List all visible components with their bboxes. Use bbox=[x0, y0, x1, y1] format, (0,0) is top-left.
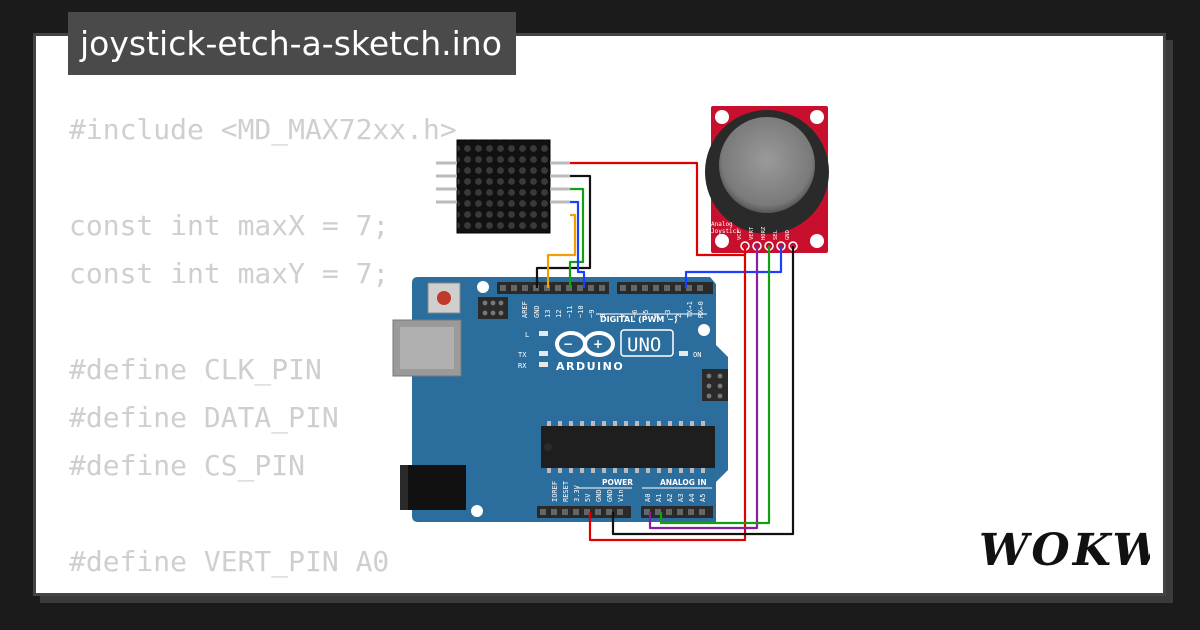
analog-label: ANALOG IN bbox=[660, 478, 707, 487]
wires bbox=[535, 161, 795, 542]
digital-pin-label: ~9 bbox=[588, 310, 596, 318]
svg-text:+: + bbox=[593, 337, 603, 351]
pin-label: IOREF bbox=[551, 481, 559, 502]
icsp-header-right bbox=[702, 369, 728, 401]
led-matrix[interactable] bbox=[436, 139, 570, 234]
digital-pin-label: ~10 bbox=[577, 305, 585, 318]
svg-text:WOKWi: WOKWi bbox=[979, 525, 1150, 576]
pin-label: A5 bbox=[699, 494, 707, 502]
digital-pin-label: 4 bbox=[653, 314, 661, 318]
digital-pin-label: GND bbox=[533, 305, 541, 318]
wire-black-joystick-gnd[interactable] bbox=[611, 246, 795, 536]
joystick-knob[interactable] bbox=[719, 117, 815, 213]
digital-pin-label: AREF bbox=[521, 301, 529, 318]
pin-label: RESET bbox=[562, 480, 570, 502]
code-line: #define DATA_PIN bbox=[69, 401, 339, 434]
icsp-header-top bbox=[478, 297, 508, 319]
led-tx-icon bbox=[539, 351, 548, 356]
led-l-label: L bbox=[525, 331, 529, 339]
pin-label: GND bbox=[595, 489, 603, 502]
digital-header[interactable] bbox=[497, 282, 713, 294]
analog-header[interactable] bbox=[641, 506, 713, 518]
joystick-module[interactable]: Analog Joystick VCC VERT HORZ SEL GND bbox=[705, 106, 829, 253]
pin-label: A1 bbox=[655, 494, 663, 502]
wire-blue-joystick-sel[interactable] bbox=[684, 246, 783, 288]
pin-label: A4 bbox=[688, 494, 696, 502]
pin-label: GND bbox=[606, 489, 614, 502]
digital-pin-label: ~11 bbox=[566, 305, 574, 318]
project-title: joystick-etch-a-sketch.ino bbox=[68, 12, 516, 75]
power-label: POWER bbox=[602, 478, 633, 487]
led-l-icon bbox=[539, 331, 548, 336]
code-preview: #include <MD_MAX72xx.h>const int maxX = … bbox=[69, 106, 457, 593]
pin-label: 5V bbox=[584, 493, 592, 502]
code-line: const int maxY = 7; bbox=[69, 257, 390, 290]
joystick-pin-gnd: GND bbox=[785, 230, 791, 240]
digital-pin-label: 13 bbox=[544, 310, 552, 318]
power-jack bbox=[400, 465, 466, 510]
led-matrix-pins-right bbox=[550, 161, 570, 204]
pin-label: A0 bbox=[644, 494, 652, 502]
led-matrix-pins-left bbox=[436, 161, 457, 204]
wire-orange-matrix-clk[interactable] bbox=[546, 213, 577, 288]
digital-pin-label: TX→1 bbox=[686, 301, 694, 318]
joystick-pin-vcc: VCC bbox=[737, 230, 743, 240]
digital-pin-label: 2 bbox=[675, 314, 683, 318]
wire-green-joystick-horz[interactable] bbox=[659, 246, 771, 525]
digital-pin-label: 7 bbox=[620, 314, 628, 318]
code-line: #define CLK_PIN bbox=[69, 353, 322, 386]
wire-purple-joystick-vert[interactable] bbox=[648, 246, 759, 530]
wire-green-matrix-din[interactable] bbox=[568, 187, 585, 288]
joystick-pin-horz: HORZ bbox=[761, 226, 767, 240]
power-header[interactable] bbox=[537, 506, 631, 518]
code-line: #define VERT_PIN A0 bbox=[69, 545, 390, 578]
code-line: const int maxX = 7; bbox=[69, 209, 390, 242]
led-rx-label: RX bbox=[518, 362, 527, 370]
led-tx-label: TX bbox=[518, 351, 527, 359]
digital-pin-label: 8 bbox=[599, 314, 607, 318]
pin-label: A3 bbox=[677, 494, 685, 502]
svg-text:−: − bbox=[563, 337, 573, 351]
board-brand: ARDUINO bbox=[556, 360, 624, 373]
code-line: #include <MD_MAX72xx.h> bbox=[69, 113, 457, 146]
led-on-icon bbox=[679, 351, 688, 356]
board-model: UNO bbox=[627, 334, 661, 356]
wire-black-matrix-gnd[interactable] bbox=[535, 174, 592, 288]
wire-blue-matrix-cs[interactable] bbox=[570, 200, 586, 288]
digital-pin-label: 12 bbox=[555, 310, 563, 318]
pin-label: A2 bbox=[666, 494, 674, 502]
digital-pin-label: RX←0 bbox=[697, 301, 705, 318]
pin-label: 3.3V bbox=[573, 484, 581, 502]
code-line: #define CS_PIN bbox=[69, 449, 306, 482]
pin-label: Vin bbox=[617, 489, 625, 502]
digital-label: DIGITAL (PWM ~) bbox=[600, 315, 678, 324]
led-on-label: ON bbox=[693, 351, 701, 359]
joystick-pin-sel: SEL bbox=[773, 229, 779, 240]
joystick-board-text-1: Analog bbox=[711, 221, 733, 228]
arduino-infinity-logo-icon bbox=[555, 331, 615, 357]
joystick-pin-vert: VERT bbox=[749, 226, 755, 240]
atmega-chip bbox=[541, 421, 715, 473]
led-rx-icon bbox=[539, 362, 548, 367]
wire-red-joystick-vcc[interactable] bbox=[588, 246, 747, 542]
joystick-board-text-2: Joystick bbox=[711, 228, 740, 235]
wokwi-logo: WOKWi bbox=[979, 525, 1150, 576]
